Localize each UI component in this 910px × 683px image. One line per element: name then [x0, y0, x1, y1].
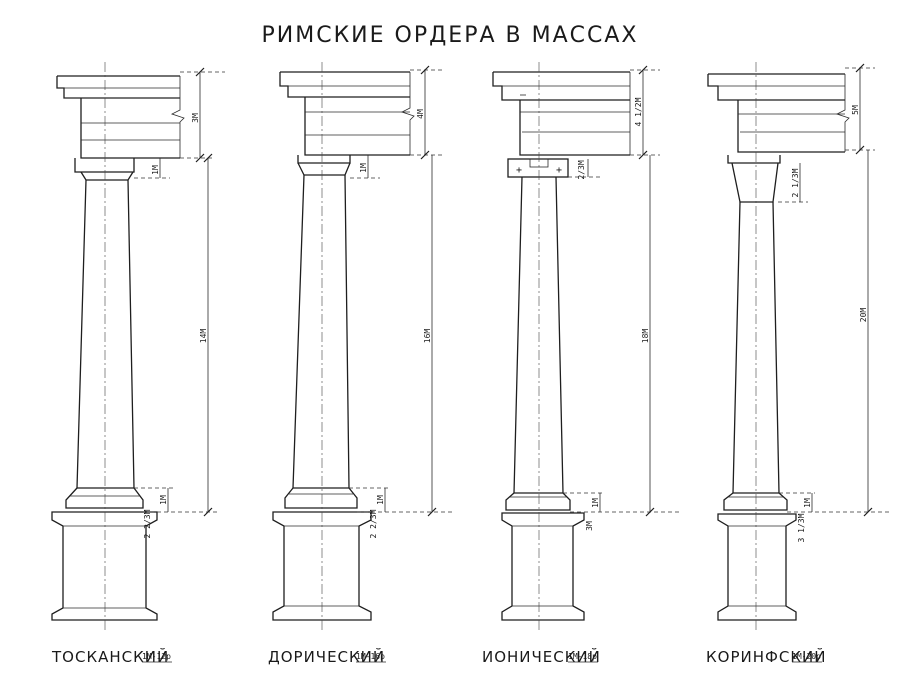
dim-capital: 2 1/3M	[791, 168, 800, 197]
order-name: ИОНИЧЕСКИЙ	[482, 647, 601, 666]
entablature	[492, 71, 631, 156]
dimension-lines: 5M 20M 2 1/3M 1M 3 1/3M	[778, 63, 890, 542]
column-base	[505, 492, 571, 511]
dim-plinth: 3M	[585, 521, 594, 531]
dim-column: 18M	[641, 329, 650, 344]
entablature	[707, 73, 850, 153]
volute-left-icon: +	[516, 165, 522, 176]
dim-entablature: 4M	[416, 109, 425, 119]
dim-base: 1M	[159, 495, 168, 505]
column-base	[284, 487, 358, 509]
order-tuscan: 3M 14M 1M 1M 2 2/3M ТОСКАНСКИЙ 1M-12p	[51, 62, 225, 666]
dim-entablature: 4 1/2M	[634, 97, 643, 126]
order-scale: 1M-16p	[356, 652, 385, 661]
dim-entablature: 5M	[851, 105, 860, 115]
dimension-lines: 3M 14M 1M 1M 2 2/3M	[134, 67, 225, 538]
column-base	[723, 492, 788, 511]
column-shaft	[513, 176, 564, 494]
dim-base: 1M	[591, 498, 600, 508]
dim-column: 20M	[859, 308, 868, 323]
order-name: КОРИНФСКИЙ	[706, 647, 826, 666]
volute-right-icon: +	[556, 165, 562, 176]
dim-plinth: 2 2/3M	[143, 509, 152, 538]
order-doric: 4M 16M 1M 1M 2 2/3M ДОРИЧЕСКИЙ 1M-16p	[268, 62, 455, 666]
entablature	[56, 75, 185, 159]
dimension-lines: 4 1/2M 18M 2/3M 1M 3M	[563, 65, 680, 531]
dimension-lines: 4M 16M 1M 1M 2 2/3M	[349, 65, 455, 538]
capital	[727, 155, 781, 203]
capital	[74, 158, 135, 181]
dim-column: 16M	[423, 329, 432, 344]
pedestal	[272, 511, 372, 621]
order-ionic: + + 4 1/2M	[482, 62, 680, 666]
dim-capital: 2/3M	[577, 160, 586, 179]
order-scale: 1M-12p	[142, 652, 171, 661]
pedestal	[501, 512, 585, 621]
pedestal	[717, 513, 797, 621]
dim-base: 1M	[803, 498, 812, 508]
dim-column: 14M	[199, 329, 208, 344]
dim-capital: 1M	[359, 163, 368, 173]
capital	[297, 155, 351, 176]
order-name: ДОРИЧЕСКИЙ	[268, 647, 385, 666]
column-shaft	[292, 174, 350, 489]
order-scale: 1M-18p	[568, 652, 597, 661]
dim-plinth: 2 2/3M	[369, 509, 378, 538]
capital: + +	[507, 158, 569, 178]
dim-capital: 1M	[151, 165, 160, 175]
dim-entablature: 3M	[191, 113, 200, 123]
dim-plinth: 3 1/3M	[797, 513, 806, 542]
order-corinthian: 5M 20M 2 1/3M 1M 3 1/3M КОРИНФСКИЙ 1M-20…	[706, 62, 890, 666]
column-base	[65, 487, 144, 509]
column-shaft	[76, 179, 135, 489]
entablature	[279, 71, 415, 156]
column-shaft	[732, 201, 780, 494]
dim-base: 1M	[376, 495, 385, 505]
order-scale: 1M-20p	[792, 652, 821, 661]
order-name: ТОСКАНСКИЙ	[51, 647, 169, 666]
drawing-title: РИМСКИЕ ОРДЕРА В МАССАХ	[262, 23, 639, 48]
pedestal	[51, 511, 158, 621]
